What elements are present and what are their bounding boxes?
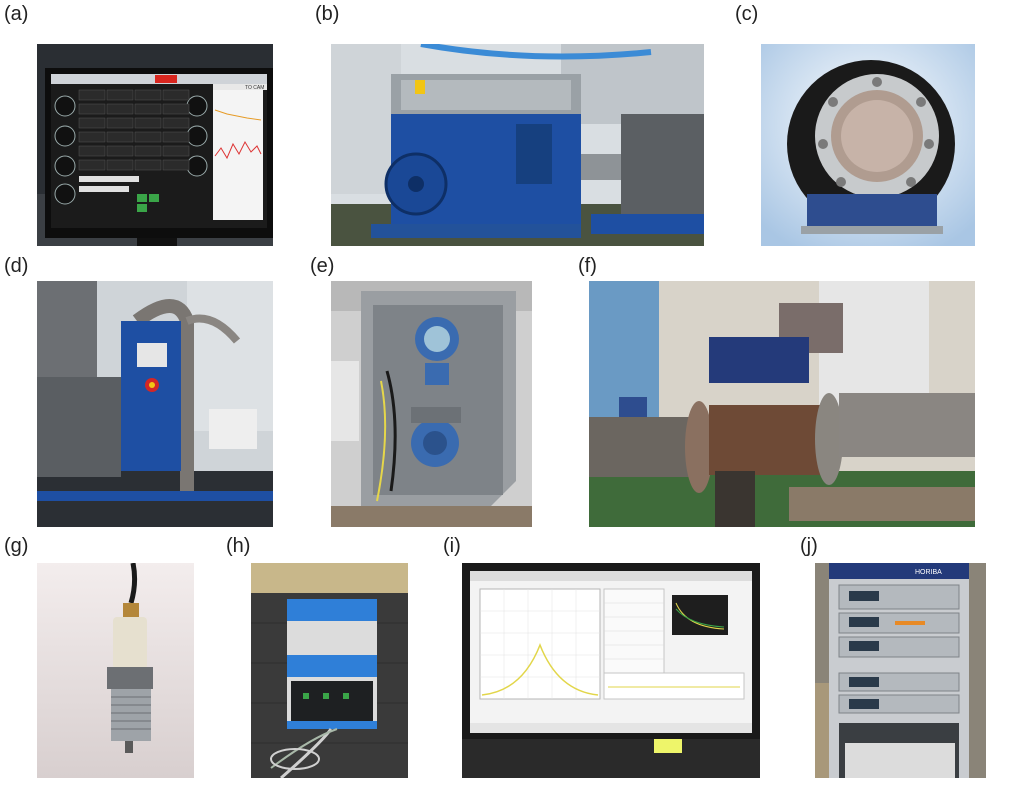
photo-h-daq-box [251, 563, 408, 778]
panel-label-e: (e) [310, 255, 335, 277]
photo-f-exhaust-pipe [589, 281, 975, 527]
photo-e-flow-meter-cabinet [331, 281, 532, 527]
photo-g-spark-plug-sensor [37, 563, 194, 778]
panel-label-b: (b) [315, 3, 340, 25]
panel-label-d: (d) [4, 255, 29, 277]
photo-b-dynamometer [331, 44, 704, 246]
panel-label-g: (g) [4, 535, 29, 557]
screen-header-text: TO CAM [245, 85, 264, 91]
photo-d-conditioning-unit [37, 281, 273, 527]
panel-label-h: (h) [226, 535, 251, 557]
rack-brand-text: HORIBA [915, 569, 942, 576]
panel-label-j: (j) [800, 535, 818, 557]
photo-j-analyzer-rack: HORIBA [815, 563, 986, 778]
panel-label-a: (a) [4, 3, 29, 25]
photo-c-torque-flange [761, 44, 975, 246]
panel-label-i: (i) [443, 535, 461, 557]
photo-a-monitor-dashboard: TO CAM [37, 44, 273, 246]
panel-label-c: (c) [735, 3, 759, 25]
panel-label-f: (f) [578, 255, 597, 277]
photo-i-laptop-analysis [462, 563, 760, 778]
